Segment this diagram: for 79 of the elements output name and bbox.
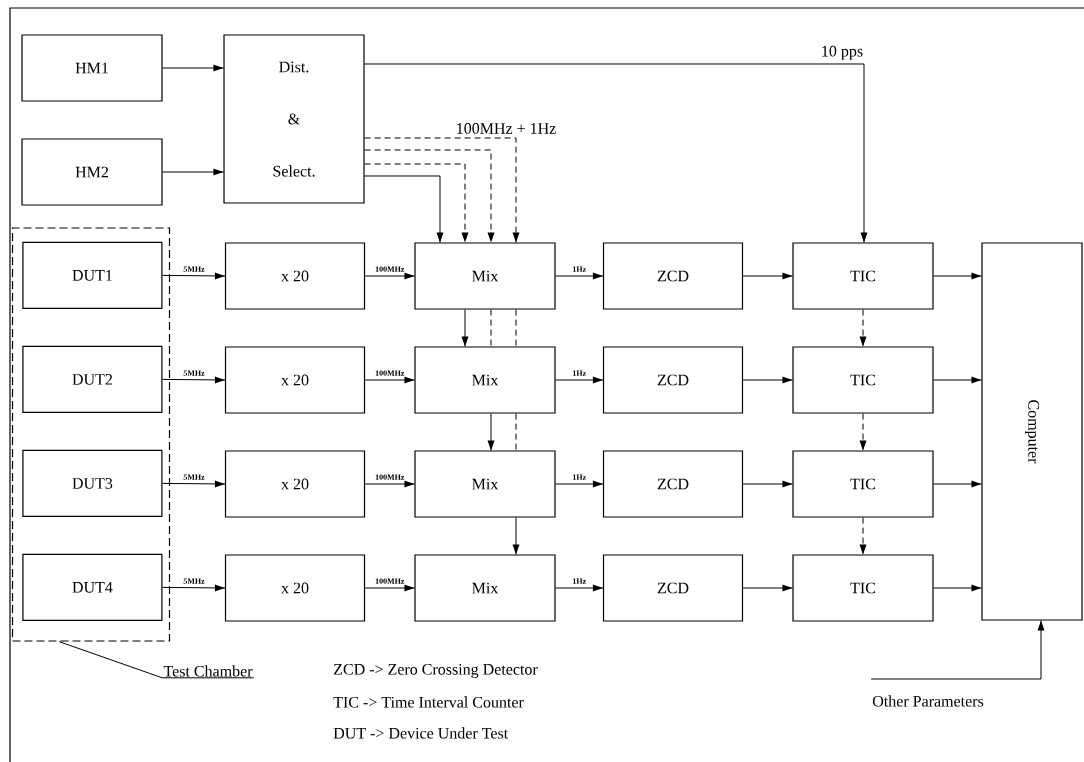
block-box: Mix [414, 346, 556, 414]
edge-label: 5MHz [182, 577, 206, 585]
arrow [364, 137, 520, 243]
edge-label: 100MHz + 1Hz [454, 122, 558, 135]
arrow [933, 376, 982, 384]
leader-line [58, 641, 255, 679]
abbreviation-note: ZCD -> Zero Crossing Detector [334, 664, 538, 678]
abbreviation-note: TIC -> Time Interval Counter [333, 696, 524, 708]
caption-text: Other Parameters [872, 695, 984, 707]
arrow [555, 272, 604, 280]
arrow [742, 376, 793, 384]
arrow [933, 480, 982, 488]
block-box: DUT1 [22, 241, 163, 309]
arrow [364, 584, 415, 592]
arrow [512, 517, 520, 555]
arrow [555, 376, 604, 384]
block-box: HM1 [21, 34, 163, 102]
arrow [364, 149, 495, 243]
block-box: DUT4 [22, 553, 163, 621]
arrow [162, 64, 224, 72]
arrow [162, 480, 226, 488]
arrow [162, 272, 226, 280]
edge-label: 5MHz [182, 265, 206, 273]
edge-label: 100MHz [374, 369, 406, 377]
arrow [461, 309, 469, 347]
dashed-enclosure [11, 227, 171, 642]
arrow [742, 272, 793, 280]
block-box: Mix [414, 242, 556, 310]
edge-label: 5MHz [182, 473, 206, 481]
edge-label: 1Hz [571, 265, 588, 273]
arrow [487, 413, 495, 451]
block-box: TIC [792, 346, 934, 414]
edge-label: 100MHz [374, 473, 406, 481]
arrow [555, 480, 604, 488]
block-box: ZCD [602, 346, 744, 414]
arrow [364, 272, 415, 280]
edge-label: 1Hz [571, 473, 588, 481]
block-box: x 20 [224, 450, 366, 518]
edge-label: 1Hz [571, 369, 588, 377]
arrow [859, 413, 867, 451]
block-box: ZCD [602, 450, 744, 518]
arrow [364, 163, 469, 243]
arrow [364, 63, 868, 243]
block-box: Mix [414, 450, 556, 518]
arrow [859, 309, 867, 347]
arrow [364, 376, 415, 384]
block-box: TIC [792, 242, 934, 310]
block-box: DUT2 [22, 345, 163, 413]
arrow [742, 480, 793, 488]
block-box: DUT3 [22, 449, 163, 517]
arrow [162, 376, 226, 384]
block-box: HM2 [21, 138, 163, 206]
arrow [742, 584, 793, 592]
arrow [933, 584, 982, 592]
block-box: ZCD [602, 554, 744, 622]
block-box: Dist. & Select. [223, 34, 365, 204]
edge-label: 1Hz [571, 577, 588, 585]
arrow [364, 480, 415, 488]
abbreviation-note: DUT -> Device Under Test [333, 727, 509, 739]
caption-text: Test Chamber [163, 665, 253, 677]
block-box: TIC [792, 450, 934, 518]
block-box: x 20 [224, 554, 366, 622]
arrow [162, 584, 226, 592]
arrow [859, 517, 867, 555]
block-box: Mix [414, 554, 556, 622]
arrow [870, 620, 1045, 680]
edge-label: 100MHz [374, 577, 406, 585]
edge-label: 100MHz [374, 265, 406, 273]
edge-label: 10 pps [819, 44, 865, 61]
arrow [933, 272, 982, 280]
edge-label: 5MHz [182, 369, 206, 377]
arrow [555, 584, 604, 592]
block-box: Computer [981, 242, 1083, 621]
arrow [162, 168, 224, 176]
arrow [364, 175, 444, 243]
block-box: x 20 [224, 346, 366, 414]
block-box: x 20 [224, 242, 366, 310]
block-box: TIC [792, 554, 934, 622]
block-box: ZCD [602, 242, 744, 310]
